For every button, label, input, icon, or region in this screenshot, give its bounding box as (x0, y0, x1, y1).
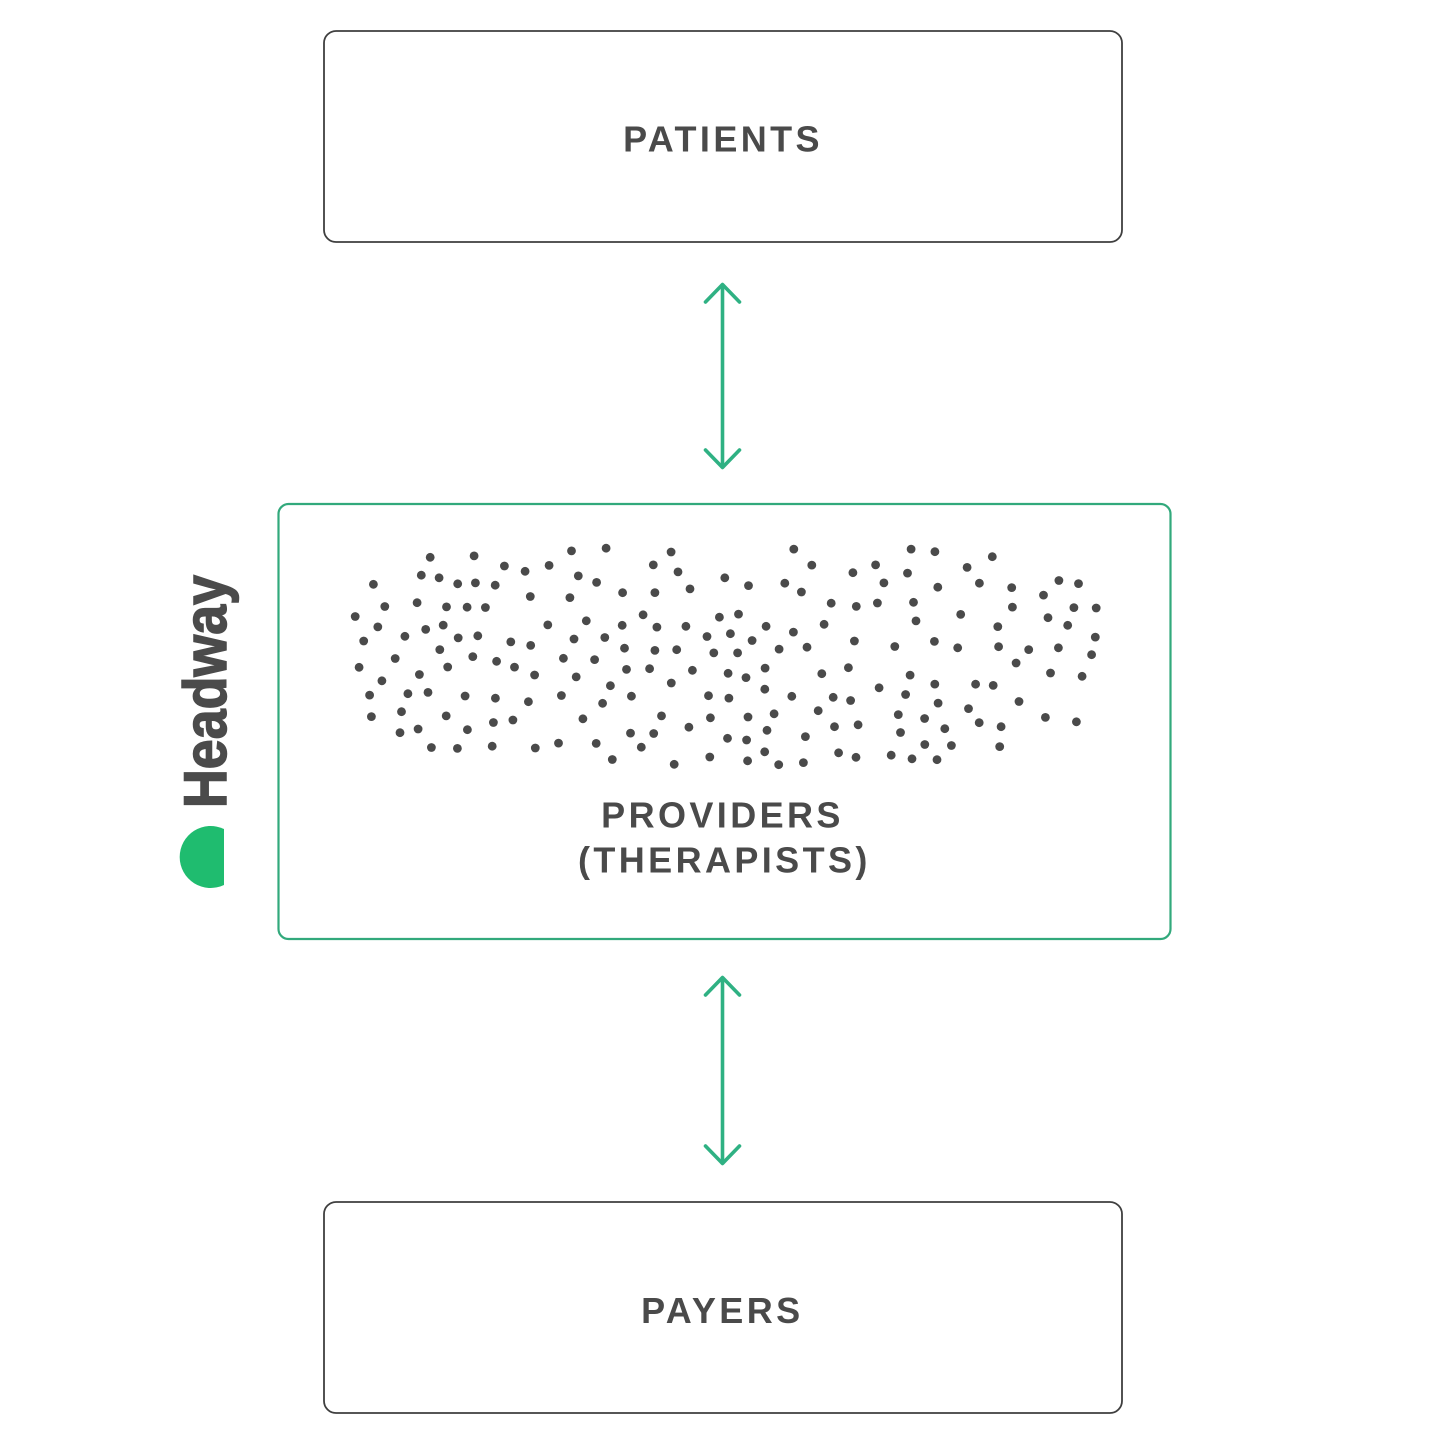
svg-text:PAYERS: PAYERS (641, 1290, 803, 1331)
svg-text:Headway: Headway (172, 574, 239, 808)
svg-text:(THERAPISTS): (THERAPISTS) (578, 840, 871, 881)
svg-text:PATIENTS: PATIENTS (623, 119, 823, 160)
svg-text:PROVIDERS: PROVIDERS (601, 794, 844, 835)
